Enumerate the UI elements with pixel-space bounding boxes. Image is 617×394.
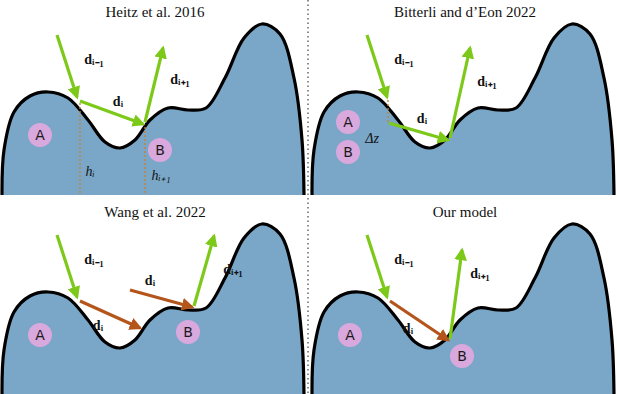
direction-arrow xyxy=(57,35,77,97)
direction-label: dᵢ xyxy=(113,94,123,109)
direction-label: dᵢ xyxy=(417,111,427,126)
surface-profile xyxy=(312,224,614,394)
direction-label: dᵢ₊₁ xyxy=(470,266,489,281)
panel-title: Heitz et al. 2016 xyxy=(105,4,204,21)
height-label: Δz xyxy=(365,131,379,146)
direction-label: dᵢ₊₁ xyxy=(223,262,242,277)
direction-arrow xyxy=(57,235,77,297)
point-marker: B xyxy=(336,140,360,164)
point-label: A xyxy=(345,328,355,342)
direction-arrow xyxy=(145,48,163,122)
direction-arrow xyxy=(367,235,387,297)
point-marker: B xyxy=(148,138,172,162)
direction-label: dᵢ₋₁ xyxy=(84,52,103,67)
point-label: A xyxy=(35,128,45,142)
direction-arrow xyxy=(80,301,140,328)
direction-arrow xyxy=(390,301,448,340)
panel-title: Bitterli and d’Eon 2022 xyxy=(394,4,536,21)
height-guide xyxy=(79,103,80,193)
height-guide xyxy=(387,100,388,122)
surface-profile xyxy=(312,24,614,195)
point-marker: A xyxy=(28,323,52,347)
height-label: hᵢ xyxy=(85,164,94,179)
direction-arrow xyxy=(450,48,470,138)
surface-fill xyxy=(2,224,304,394)
point-label: B xyxy=(457,349,467,363)
panel-title: Our model xyxy=(433,204,498,221)
panel-title: Wang et al. 2022 xyxy=(104,204,205,221)
point-label: B xyxy=(183,325,193,339)
direction-arrow xyxy=(194,236,214,306)
panel-divider xyxy=(307,0,308,394)
direction-label: dᵢ₊₁ xyxy=(170,72,189,87)
direction-label: dᵢ₋₁ xyxy=(84,252,103,267)
direction-arrow xyxy=(450,250,462,339)
point-label: B xyxy=(343,145,353,159)
height-guide xyxy=(144,127,145,193)
direction-label: dᵢ xyxy=(93,318,103,333)
direction-arrow xyxy=(80,101,143,124)
point-label: A xyxy=(35,328,45,342)
point-marker: A xyxy=(338,323,362,347)
height-label: hᵢ₊₁ xyxy=(151,168,170,183)
surface-profile xyxy=(2,224,304,394)
point-marker: A xyxy=(336,110,360,134)
point-label: B xyxy=(155,143,165,157)
direction-label: dᵢ₋₁ xyxy=(394,52,413,67)
point-marker: A xyxy=(28,123,52,147)
point-marker: B xyxy=(450,344,474,368)
direction-label: dᵢ₋₁ xyxy=(394,252,413,267)
direction-label: dᵢ xyxy=(145,273,155,288)
surface-fill xyxy=(2,24,304,195)
direction-arrow xyxy=(367,35,387,97)
surface-fill xyxy=(312,224,614,394)
point-label: A xyxy=(343,115,353,129)
direction-label: dᵢ₊₁ xyxy=(477,74,496,89)
point-marker: B xyxy=(176,320,200,344)
surface-fill xyxy=(312,24,614,195)
direction-arrow xyxy=(130,290,192,307)
surface-profile xyxy=(2,24,304,195)
direction-label: dᵢ xyxy=(403,321,413,336)
